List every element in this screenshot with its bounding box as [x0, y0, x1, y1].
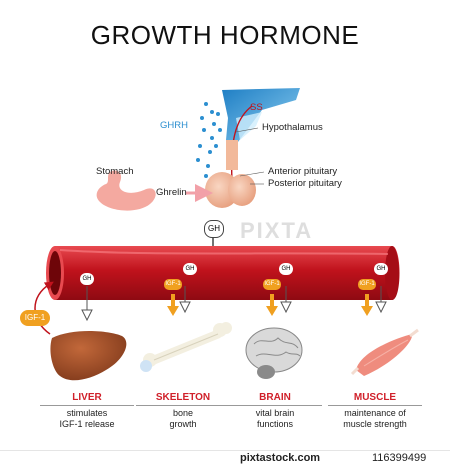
organ-rule-muscle: [328, 405, 422, 406]
brain-icon: [245, 327, 303, 379]
footer-bar: [0, 450, 450, 470]
gh-badge-brain: GH: [279, 263, 293, 275]
liver-icon: [50, 331, 127, 381]
organ-label-muscle: MUSCLE: [353, 392, 397, 403]
posterior-pituitary-label: Posterior pituitary: [268, 178, 342, 189]
watermark: PIXTA: [240, 218, 314, 243]
stomach-icon: [96, 170, 156, 211]
gh-badge-skeleton: GH: [183, 263, 197, 275]
anterior-leader: [239, 171, 265, 177]
gh-badge-muscle: GH: [374, 263, 388, 275]
organ-desc-brain: vital brain functions: [255, 408, 295, 429]
stomach-label: Stomach: [96, 166, 134, 177]
ghrh-label: GHRH: [160, 120, 188, 131]
igf-badge-liver: IGF-1: [20, 310, 50, 326]
ss-label: SS: [250, 102, 263, 113]
organ-label-skeleton: SKELETON: [155, 392, 211, 403]
gh-output-arrows: [81, 286, 387, 322]
organ-label-brain: BRAIN: [259, 392, 291, 403]
organ-label-liver: LIVER: [72, 392, 102, 403]
bone-icon: [140, 322, 232, 372]
hypothalamus-leader: [235, 127, 259, 133]
footer-brand: pixtastock.com: [240, 452, 321, 464]
igf-badge-skeleton: IGF-1: [164, 279, 182, 290]
pituitary-icon: [205, 140, 256, 208]
gh-badge-pituitary: GH: [204, 220, 224, 238]
organ-desc-liver: stimulates IGF-1 release: [59, 408, 115, 429]
page-title: GROWTH HORMONE: [90, 20, 360, 50]
organ-rule-skeleton: [136, 405, 230, 406]
organ-rule-liver: [40, 405, 134, 406]
organ-desc-muscle: maintenance of muscle strength: [343, 408, 407, 429]
igf-arrows: [167, 294, 373, 316]
organ-rule-brain: [228, 405, 322, 406]
ghrelin-label: Ghrelin: [156, 187, 187, 198]
igf-badge-muscle: IGF-1: [358, 279, 376, 290]
muscle-icon: [350, 328, 419, 376]
blood-vessel: [46, 246, 400, 300]
igf-feedback-arrow: [34, 281, 54, 335]
hypothalamus-icon: [222, 88, 300, 142]
hypothalamus-label: Hypothalamus: [262, 122, 323, 133]
footer-image-id: 116399499: [372, 452, 427, 464]
gh-badge-liver: GH: [80, 273, 94, 285]
ghrh-dots: [196, 102, 222, 184]
igf-badge-brain: IGF-1: [263, 279, 281, 290]
organ-desc-skeleton: bone growth: [169, 408, 197, 429]
anterior-pituitary-label: Anterior pituitary: [268, 166, 338, 177]
